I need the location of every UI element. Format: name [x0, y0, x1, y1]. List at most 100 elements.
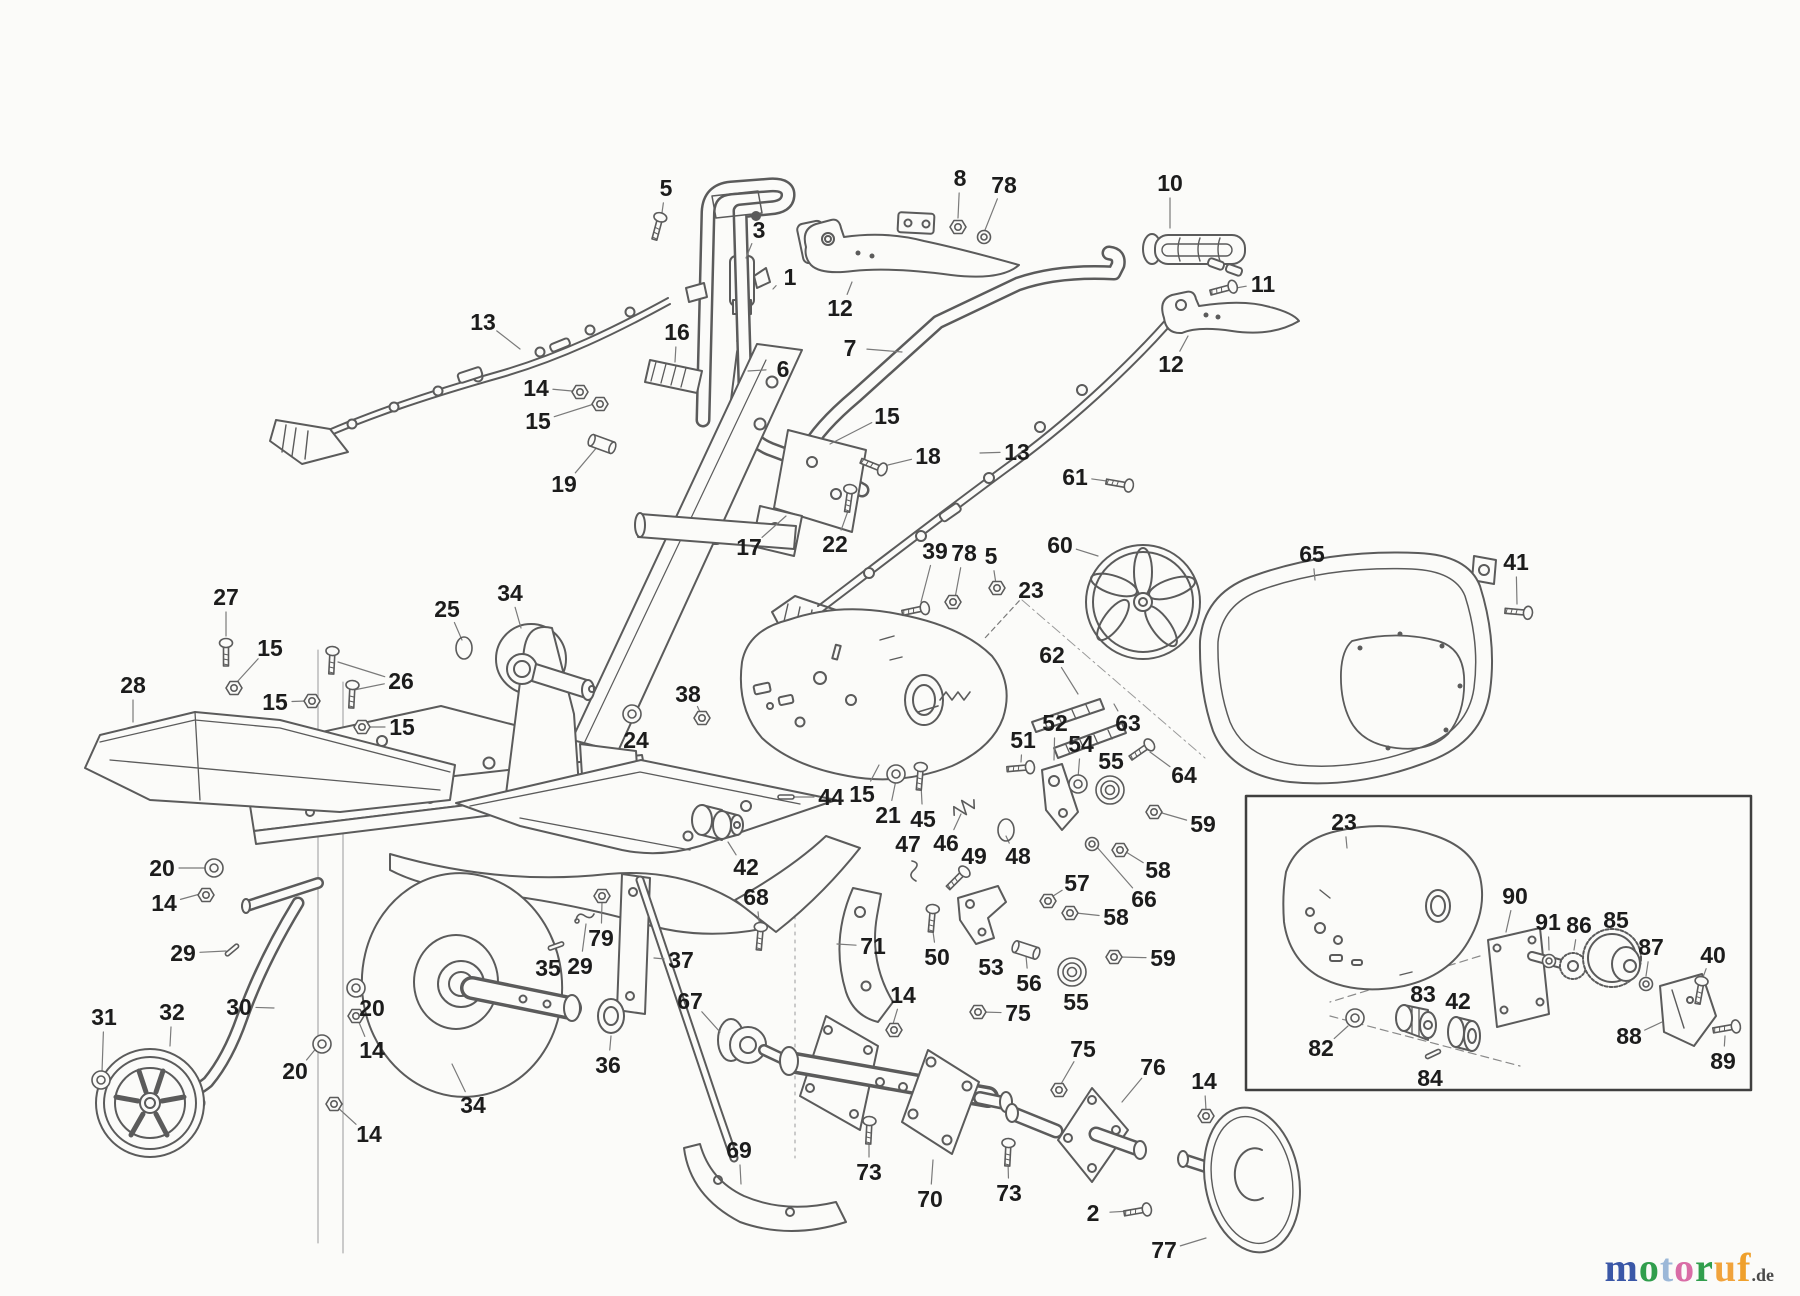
part-label-73: 73 [996, 1180, 1022, 1206]
tine-disc [360, 872, 582, 1098]
leader-line [954, 567, 962, 599]
fastener-ring [997, 818, 1015, 842]
leader-line [745, 243, 753, 259]
fastener-bolt [218, 637, 234, 667]
fastener-nut [949, 219, 967, 235]
fastener-pulley [1095, 775, 1125, 805]
leader-line [1119, 956, 1147, 959]
cable-left [269, 297, 671, 465]
part-label-76: 76 [1140, 1054, 1166, 1080]
fastener-bolt [862, 1115, 877, 1145]
part-label-54: 54 [1068, 731, 1094, 757]
leader-line [1573, 939, 1577, 951]
fastener-washer [346, 978, 366, 998]
gusset-hub [495, 623, 596, 803]
part-label-45: 45 [910, 806, 936, 832]
leader-line [514, 606, 522, 629]
part-label-86: 86 [1566, 912, 1592, 938]
part-label-2: 2 [1087, 1200, 1100, 1226]
part-label-85: 85 [1603, 907, 1629, 933]
part-label-27: 27 [213, 584, 239, 610]
part-label-12: 12 [1158, 351, 1184, 377]
fastener-nut [591, 396, 609, 412]
part-label-60: 60 [1047, 532, 1073, 558]
part-label-5: 5 [660, 175, 673, 201]
part-label-14: 14 [890, 982, 916, 1008]
fastener-bolt [913, 761, 929, 791]
fastener-glyphs [91, 211, 1742, 1217]
drive-belt [1031, 698, 1127, 759]
fastener-nut [1105, 949, 1123, 965]
leader-line [846, 281, 853, 295]
part-label-23: 23 [1018, 577, 1044, 603]
part-label-71: 71 [860, 933, 886, 959]
part-label-78: 78 [991, 172, 1017, 198]
leader-line [761, 515, 787, 538]
leader-line [1313, 568, 1316, 581]
fastener-washer-s [976, 229, 992, 245]
part-label-31: 31 [91, 1004, 117, 1030]
part-label-17: 17 [736, 534, 762, 560]
part-label-14: 14 [523, 375, 549, 401]
fastener-hook [910, 860, 918, 882]
cable-right [817, 295, 1192, 612]
fastener-washer [1068, 774, 1088, 794]
fastener-bolt [325, 645, 340, 675]
drive-pulley [1085, 544, 1201, 660]
part-label-49: 49 [961, 843, 987, 869]
part-label-15: 15 [525, 408, 551, 434]
part-label-69: 69 [726, 1137, 752, 1163]
part-label-82: 82 [1308, 1035, 1334, 1061]
part-label-15: 15 [257, 635, 283, 661]
fastener-washer-s [1541, 953, 1557, 969]
part-label-3: 3 [753, 217, 766, 243]
part-label-58: 58 [1103, 904, 1129, 930]
leader-line [984, 600, 1020, 639]
leader-line [1125, 851, 1144, 864]
part-label-91: 91 [1535, 909, 1561, 935]
seal-ring [597, 998, 625, 1034]
part-label-23: 23 [1331, 809, 1357, 835]
part-label-14: 14 [1191, 1068, 1217, 1094]
fastener-nut [353, 719, 371, 735]
part-label-51: 51 [1010, 727, 1036, 753]
leader-line [574, 445, 599, 474]
fastener-nut [1039, 893, 1057, 909]
part-label-30: 30 [226, 994, 252, 1020]
leader-line [930, 1159, 934, 1185]
fastener-bolt [1104, 478, 1135, 493]
fastener-ring [455, 636, 473, 660]
leader-line [199, 950, 227, 953]
leader-line [1645, 961, 1649, 977]
fastener-nut [303, 693, 321, 709]
part-label-24: 24 [623, 727, 649, 753]
brand-letter: f [1737, 1245, 1752, 1290]
clutch-lever-lower [1161, 290, 1300, 335]
part-label-1: 1 [784, 264, 797, 290]
leader-line [829, 422, 873, 445]
fastener-nut [225, 680, 243, 696]
leader-line [101, 1031, 104, 1073]
fastener-bolt [1122, 1202, 1153, 1217]
part-label-15: 15 [389, 714, 415, 740]
fastener-pin [224, 943, 240, 957]
leader-line [1333, 1025, 1349, 1040]
part-label-7: 7 [844, 335, 857, 361]
fastener-washer [1345, 1008, 1365, 1028]
fastener-washer-s [1638, 976, 1654, 992]
fastener-nut [1145, 804, 1163, 820]
fastener-washer [886, 764, 906, 784]
leader-line [866, 348, 903, 353]
leader-line [1723, 1035, 1726, 1047]
fastener-pin [1424, 1048, 1442, 1060]
fastener-washer [622, 704, 642, 724]
part-label-34: 34 [460, 1092, 486, 1118]
tine-holder-left [779, 1015, 1013, 1155]
depth-stake [616, 873, 739, 1163]
steering-column [567, 343, 867, 761]
part-label-88: 88 [1616, 1023, 1642, 1049]
fastener-nut [969, 1004, 987, 1020]
brand-letter: r [1695, 1245, 1714, 1290]
